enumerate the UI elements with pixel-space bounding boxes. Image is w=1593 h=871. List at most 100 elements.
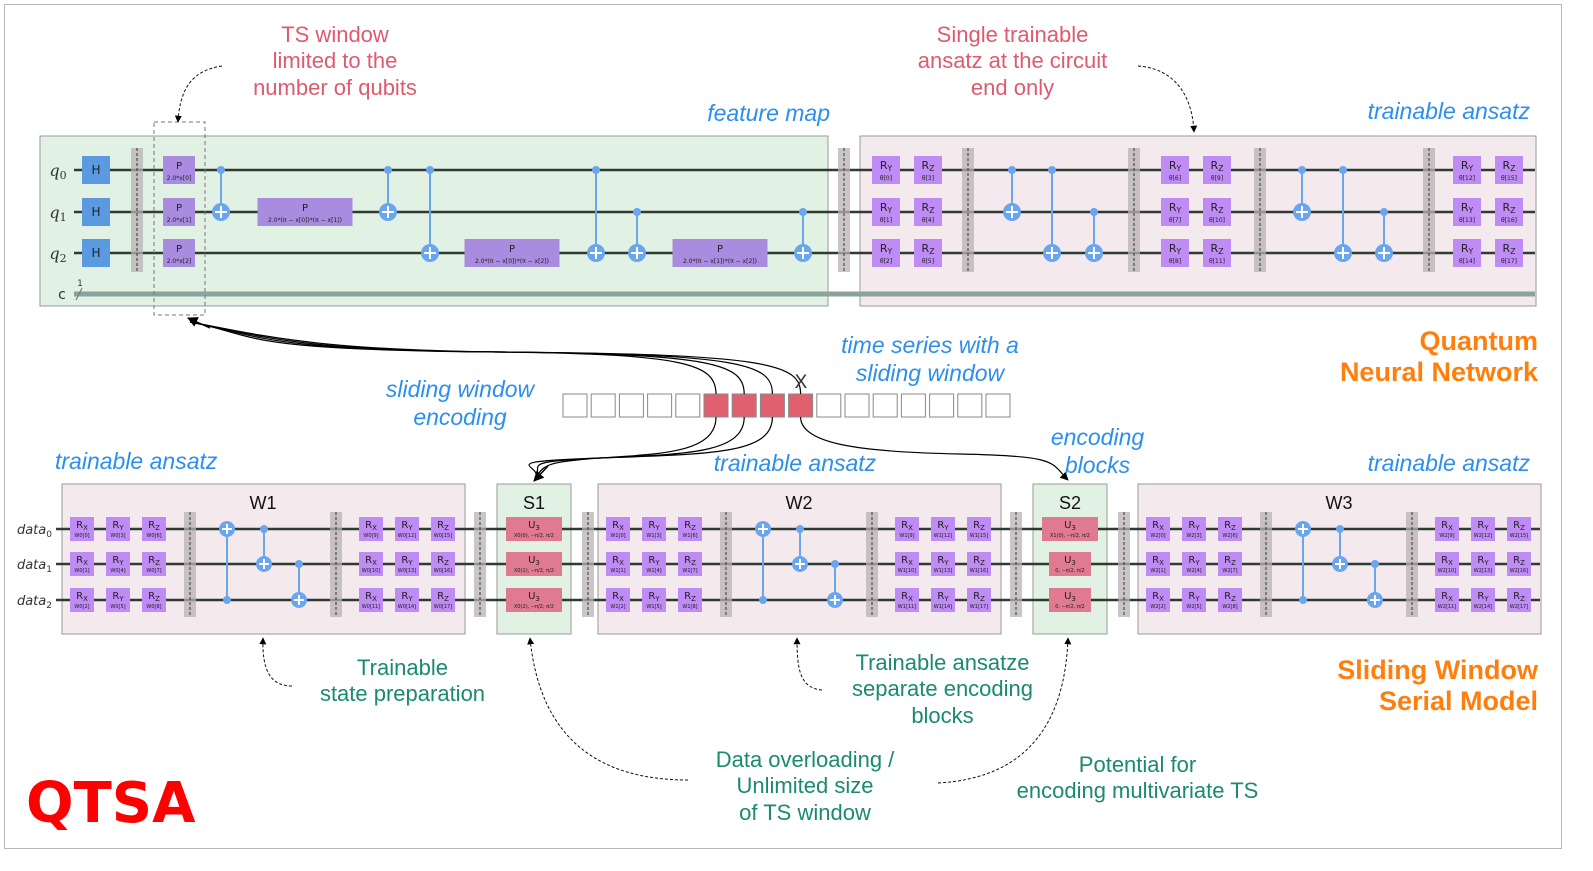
- h-gate-label: H: [91, 246, 100, 260]
- rot-gate-label: RY: [1188, 555, 1200, 567]
- rot-gate-label: RY: [401, 520, 413, 532]
- rot-gate-param: W1[16]: [970, 568, 988, 574]
- window-to-s1-curve: [534, 416, 717, 479]
- rz-gate-label: RZ: [1503, 159, 1516, 173]
- rot-gate: [606, 552, 630, 576]
- rz-gate-param: θ[3]: [922, 175, 934, 182]
- rot-gate-param: W1[0]: [610, 533, 625, 539]
- rot-gate-label: RX: [76, 591, 88, 603]
- u3-gate-label: U3: [1064, 591, 1076, 603]
- rot-gate-param: W2[1]: [1150, 568, 1165, 574]
- ry-gate-label: RY: [1169, 242, 1182, 256]
- rz-gate-param: θ[9]: [1211, 175, 1223, 182]
- trainable-state-prep-note: Trainable state preparation: [319, 655, 486, 707]
- cnot-control-dot: [759, 596, 767, 604]
- encoder-title-s2: S2: [1059, 493, 1081, 513]
- rot-gate-param: W0[0]: [74, 533, 89, 539]
- rot-gate-param: W0[14]: [398, 604, 416, 610]
- rot-gate-param: W0[3]: [110, 533, 125, 539]
- rot-gate-param: W0[1]: [74, 568, 89, 574]
- rot-gate-param: W2[9]: [1439, 533, 1454, 539]
- rz-gate: [1495, 156, 1523, 184]
- rz-gate-label: RZ: [922, 242, 935, 256]
- cnot-control-dot: [1008, 166, 1016, 174]
- rot-gate: [1218, 517, 1242, 541]
- classical-label: c: [58, 287, 66, 303]
- rot-gate: [106, 552, 130, 576]
- feature-map-label: feature map: [707, 100, 830, 126]
- swsm-circuit: data0data1data2W1RXW0[0]RXW0[9]RXW0[1]RX…: [17, 483, 1542, 635]
- ry-gate-label: RY: [880, 201, 893, 215]
- rot-gate-label: RZ: [973, 591, 985, 603]
- qubit-label: q1: [49, 203, 66, 224]
- rot-gate: [678, 552, 702, 576]
- rot-gate-label: RY: [648, 591, 660, 603]
- rot-gate: [1471, 517, 1495, 541]
- rot-gate: [70, 588, 94, 612]
- ry-gate-label: RY: [1461, 242, 1474, 256]
- window-to-s1-curve: [528, 416, 773, 479]
- rot-gate-label: RZ: [973, 555, 985, 567]
- h-gate-label: H: [91, 163, 100, 177]
- rot-gate-label: RX: [901, 520, 913, 532]
- window-cell: [816, 393, 842, 418]
- window-cell: [957, 393, 983, 418]
- qnn-section-title: Quantum Neural Network: [1339, 326, 1538, 388]
- p-pair-gate-label: P: [717, 244, 723, 255]
- rot-gate: [1146, 588, 1170, 612]
- rot-gate-label: RX: [76, 520, 88, 532]
- p-pair-gate: [464, 239, 560, 267]
- overloading-to-s2-arrow: [937, 637, 1072, 784]
- time-series-label: time series with a sliding window: [841, 332, 1019, 386]
- p-pair-gate-param: 2.0*(π − x[1])*(π − x[2]): [683, 258, 757, 265]
- rot-gate-param: W2[11]: [1438, 604, 1456, 610]
- rot-gate-label: RZ: [684, 555, 696, 567]
- multivariate-note: Potential for encoding multivariate TS: [1016, 752, 1259, 804]
- ts-window-box: [153, 121, 206, 316]
- window-cell: [562, 393, 588, 418]
- encoding-blocks-label: encoding blocks: [1050, 424, 1145, 478]
- w3-ansatz-label: trainable ansatz: [1367, 450, 1530, 476]
- rot-gate-param: W0[12]: [398, 533, 416, 539]
- rot-gate-param: W2[13]: [1474, 568, 1492, 574]
- rot-gate-param: W0[16]: [434, 568, 452, 574]
- rot-gate: [642, 588, 666, 612]
- rot-gate-param: W1[11]: [898, 604, 916, 610]
- cnot-control-dot: [384, 166, 392, 174]
- window-cell: [985, 393, 1011, 418]
- window-cell: [647, 393, 673, 418]
- rot-gate-label: RZ: [148, 591, 160, 603]
- rot-gate-label: RZ: [437, 591, 449, 603]
- rot-gate: [967, 517, 991, 541]
- rot-gate-param: W1[5]: [646, 604, 661, 610]
- rz-gate-label: RZ: [922, 159, 935, 173]
- p-pair-gate-param: 2.0*(π − x[0])*(π − x[2]): [475, 258, 549, 265]
- rot-gate-param: W2[14]: [1474, 604, 1492, 610]
- rot-gate: [1218, 552, 1242, 576]
- rz-gate-param: θ[17]: [1501, 258, 1517, 265]
- rot-gate: [678, 588, 702, 612]
- window-cell: [844, 393, 870, 418]
- rot-gate-param: W1[14]: [934, 604, 952, 610]
- rot-gate: [895, 517, 919, 541]
- ry-gate: [872, 198, 900, 226]
- window-cell: [675, 393, 701, 418]
- p-gate: [163, 239, 195, 267]
- rot-gate-param: W1[1]: [610, 568, 625, 574]
- window-cell: [929, 393, 955, 418]
- block-title-w3: W3: [1326, 493, 1353, 513]
- p-pair-gate-param: 2.0*(π − x[0])*(π − x[1]): [268, 217, 342, 224]
- rot-gate: [1471, 552, 1495, 576]
- rot-gate-label: RX: [1152, 555, 1164, 567]
- rz-gate-param: θ[11]: [1209, 258, 1225, 265]
- u3-gate-label: U3: [1064, 520, 1076, 532]
- cnot-control-dot: [1336, 525, 1344, 533]
- rot-gate-label: RZ: [437, 520, 449, 532]
- qnn-window-arrow: [187, 317, 211, 329]
- rot-gate: [106, 588, 130, 612]
- rz-gate: [914, 239, 942, 267]
- rot-gate-param: W1[6]: [682, 533, 697, 539]
- rot-gate: [142, 588, 166, 612]
- rot-gate-label: RZ: [684, 591, 696, 603]
- annotation-arrows: [174, 65, 1198, 784]
